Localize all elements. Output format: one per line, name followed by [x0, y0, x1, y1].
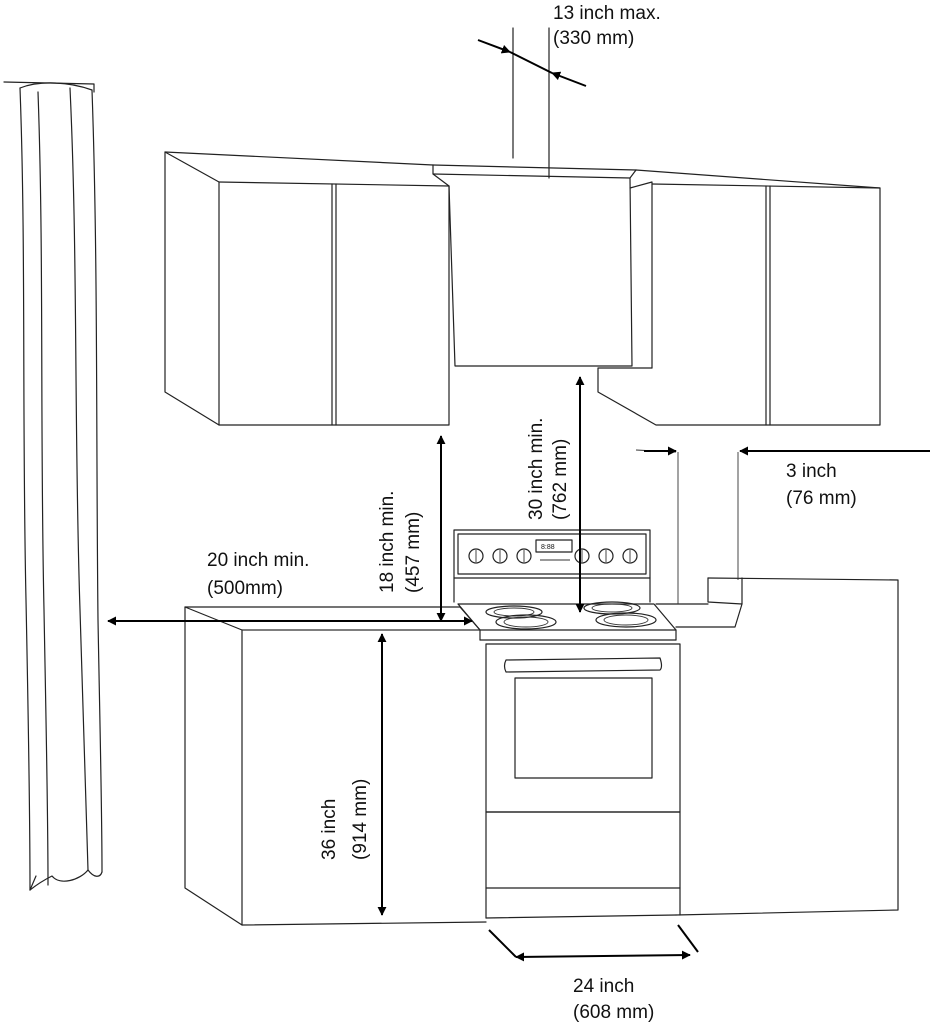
wall-clearance-label-2: (500mm)	[207, 578, 283, 599]
hood-height-label-1: 30 inch min.	[526, 418, 547, 520]
hood-offset-arrow-left	[477, 39, 511, 54]
coil-burners	[485, 601, 657, 630]
display-readout: 8:88	[541, 544, 555, 551]
range-width-arrow	[515, 950, 691, 962]
range-width-label-2: (608 mm)	[573, 1002, 654, 1023]
range-width-label-1: 24 inch	[573, 976, 634, 997]
side-clearance-label-1: 3 inch	[786, 461, 837, 482]
upper-cabinets	[164, 151, 881, 426]
left-counter	[184, 606, 487, 926]
hood-offset-arrow-right	[551, 71, 587, 87]
side-clearance-label-2: (76 mm)	[786, 488, 857, 509]
right-counter	[635, 449, 899, 916]
electric-range: 8:88	[453, 529, 681, 919]
hood-height-label-2: (762 mm)	[550, 439, 571, 520]
hood-offset-label-1: 13 inch max.	[553, 3, 661, 24]
display-panel	[535, 539, 573, 553]
cabinet-height-label-2: (457 mm)	[403, 512, 424, 593]
control-knobs	[468, 548, 638, 564]
counter-height-label-1: 36 inch	[319, 799, 340, 860]
dimension-labels: 13 inch max. (330 mm) 3 inch (76 mm) 20 …	[207, 3, 857, 1023]
curtain	[3, 81, 103, 891]
hood-offset-label-2: (330 mm)	[553, 28, 634, 49]
range-hood	[432, 27, 637, 367]
wall-clearance-label-1: 20 inch min.	[207, 550, 309, 571]
counter-height-label-2: (914 mm)	[350, 779, 371, 860]
dimension-lines	[107, 39, 930, 962]
cabinet-height-label-1: 18 inch min.	[377, 491, 398, 593]
